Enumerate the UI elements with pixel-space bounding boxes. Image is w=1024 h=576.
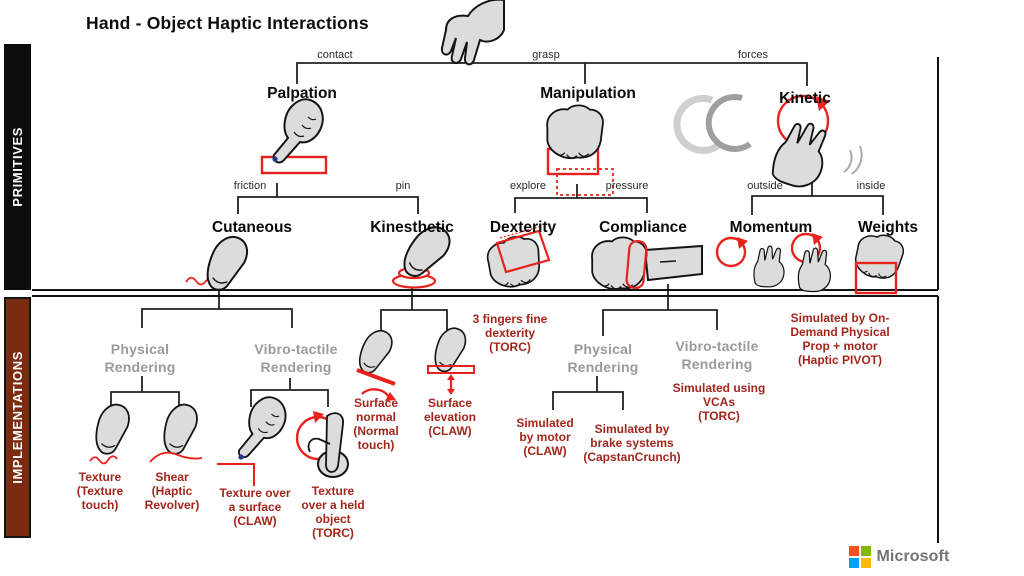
branch-label-pressure: pressure (605, 180, 649, 192)
branch-label-forces: forces (738, 49, 768, 61)
microsoft-logo: Microsoft (849, 546, 949, 568)
category-compliance-vibro-rendering: Vibro-tactile Rendering (675, 338, 759, 372)
impl-three-fingers-fine-dexterity: 3 fingers fine dexterity (TORC) (472, 312, 548, 355)
node-manipulation: Manipulation (540, 85, 636, 102)
node-compliance: Compliance (599, 219, 687, 236)
implementations-sidebar-label: IMPLEMENTATIONS (10, 351, 25, 484)
branch-label-friction: friction (233, 180, 267, 192)
texture-held-illustration (295, 411, 349, 478)
branch-label-outside: outside (747, 180, 783, 192)
branch-label-explore: explore (509, 180, 547, 192)
impl-surface-normal: Surface normal (Normal touch) (353, 396, 399, 453)
node-momentum: Momentum (729, 219, 813, 236)
category-compliance-physical-rendering: Physical Rendering (567, 341, 639, 375)
node-dexterity: Dexterity (489, 219, 557, 236)
impl-texture-over-surface: Texture over a surface (CLAW) (219, 486, 291, 529)
impl-simulated-by-motor: Simulated by motor (CLAW) (516, 416, 574, 459)
impl-simulated-using-vcas: Simulated using VCAs (TORC) (672, 381, 766, 424)
shear-illustration (149, 403, 203, 463)
cutaneous-illustration (185, 232, 250, 295)
ms-square-yellow (860, 557, 871, 568)
node-kinesthetic: Kinesthetic (370, 219, 454, 236)
kinesthetic-illustration (391, 219, 455, 289)
branch-label-inside: inside (856, 180, 886, 192)
primitives-sidebar-label: PRIMITIVES (10, 127, 25, 207)
momentum-illustration (715, 232, 832, 293)
kinetic-illustration (673, 93, 863, 193)
node-kinetic: Kinetic (779, 90, 831, 107)
branch-label-pin: pin (395, 180, 411, 192)
implementations-sidebar: IMPLEMENTATIONS (4, 297, 31, 538)
node-cutaneous: Cutaneous (211, 219, 293, 236)
manipulation-illustration (546, 104, 614, 196)
category-cutaneous-vibro-rendering: Vibro-tactile Rendering (254, 341, 338, 375)
surface-elevation-illustration (427, 326, 475, 395)
ms-square-blue (849, 557, 859, 568)
impl-texture-touch: Texture (Texture touch) (76, 470, 124, 513)
panel-borders (32, 57, 939, 543)
surface-normal-illustration (356, 326, 396, 401)
top-hand-illustration (440, 0, 505, 66)
texture-touch-illustration (89, 403, 130, 465)
node-weights: Weights (858, 219, 918, 236)
impl-simulated-haptic-pivot: Simulated by On- Demand Physical Prop + … (790, 311, 890, 368)
category-cutaneous-physical-rendering: Physical Rendering (104, 341, 176, 375)
weights-illustration (851, 229, 907, 295)
palpation-illustration (260, 98, 328, 175)
ms-square-green (860, 546, 871, 556)
microsoft-wordmark: Microsoft (876, 547, 950, 565)
impl-shear-haptic-revolver: Shear (Haptic Revolver) (144, 470, 200, 513)
texture-surface-illustration (217, 396, 287, 486)
impl-surface-elevation: Surface elevation (CLAW) (423, 396, 477, 439)
compliance-illustration (591, 236, 703, 290)
ms-square-red (849, 546, 859, 556)
microsoft-logo-icon (849, 546, 871, 568)
impl-texture-over-held-object: Texture over a held object (TORC) (301, 484, 365, 541)
node-palpation: Palpation (267, 85, 337, 102)
branch-label-contact: contact (317, 49, 353, 61)
impl-simulated-by-brake-systems: Simulated by brake systems (CapstanCrunc… (583, 422, 681, 465)
branch-label-grasp: grasp (532, 49, 560, 61)
page-title: Hand - Object Haptic Interactions (86, 13, 369, 33)
primitives-sidebar: PRIMITIVES (4, 44, 31, 290)
dexterity-illustration (483, 225, 551, 292)
